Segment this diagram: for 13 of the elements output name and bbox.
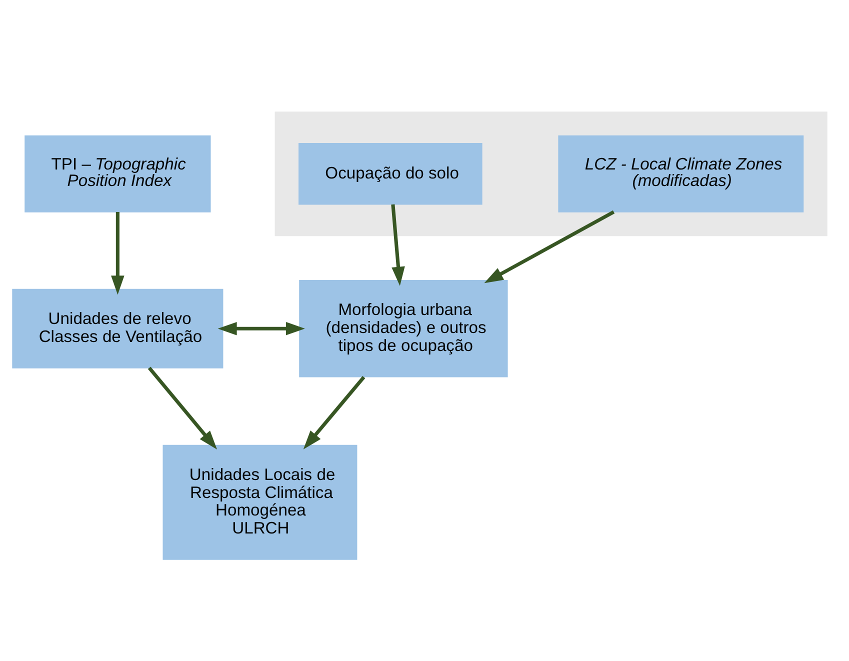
arrow bbox=[484, 210, 615, 283]
arrow bbox=[303, 375, 366, 449]
node-box: Ocupação do solo bbox=[298, 142, 482, 204]
arrow bbox=[391, 204, 405, 286]
node-box: Morfologia urbana (densidades) e outros tipos de ocupação bbox=[299, 280, 508, 377]
cluster bbox=[274, 111, 828, 236]
arrow bbox=[111, 211, 124, 294]
node-box: LCZ - Local Climate Zones (modificadas) bbox=[558, 134, 804, 212]
node-box: Unidades Locais de Resposta Climática Homogénea ULRCH bbox=[162, 444, 358, 560]
node-box: TPI – Topographic Position Index bbox=[24, 134, 211, 212]
arrow bbox=[148, 366, 218, 449]
node-box: Unidades de relevo Classes de Ventilação bbox=[12, 288, 224, 368]
arrow bbox=[218, 321, 305, 335]
